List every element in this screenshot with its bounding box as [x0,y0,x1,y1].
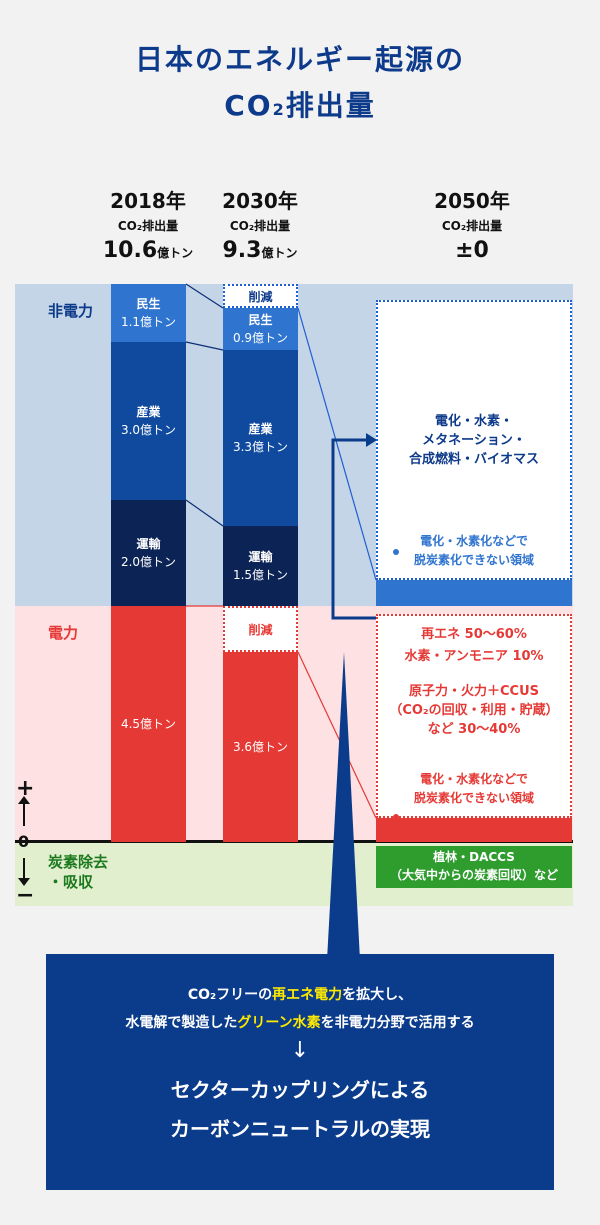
col2050-nuclear: 原子力・火力＋CCUS（CO₂の回収・利用・貯蔵）など 30〜40% [389,684,559,737]
bar-2030-nonelec-cut: 削減 [223,284,298,308]
non-electric-label: 非電力 [48,302,94,320]
col2050-nonelec-remaining [376,580,572,606]
down-arrow-icon [23,858,25,880]
col2050-nonelec-box [376,300,572,580]
removal-label: 炭素除去・吸収 [48,853,109,891]
up-arrow-icon [23,800,25,826]
plus-sign: + [16,776,35,801]
down-arrowhead-icon [18,878,30,886]
callout-result1: セクターカップリングによる [170,1078,430,1102]
callout-result2: カーボンニュートラルの実現 [170,1117,430,1141]
title-line1: 日本のエネルギー起源の [134,43,465,76]
col2050-nonelec-rest: 電化・水素化などで脱炭素化できない領域 [413,534,534,567]
title-line2: CO2排出量 [224,89,376,122]
up-arrowhead-icon [18,796,30,804]
callout-box: CO₂フリーの再エネ電力を拡大し、 水電解で製造したグリーン水素を非電力分野で活… [46,954,554,1190]
column-header-2030: 2030年 CO₂排出量 9.3億トン [222,189,298,263]
col2050-removal: 植林・DACCS（大気中からの炭素回収）など [376,846,572,888]
bullet-dot-icon [393,549,399,555]
column-header-2050: 2050年 CO₂排出量 ±0 [434,189,510,263]
col2050-elec-box [376,614,572,818]
callout-line1: CO₂フリーの再エネ電力を拡大し、 [187,987,413,1003]
electric-label: 電力 [48,624,79,642]
col2050-nonelec-main: 電化・水素・メタネーション・合成燃料・バイオマス [408,414,539,467]
col2050-renewables: 再エネ 50〜60%水素・アンモニア 10% [404,627,544,664]
col2050-elec-remaining [376,818,572,842]
col2050-elec-rest: 電化・水素化などで脱炭素化できない領域 [413,772,534,805]
bar-2030-elec-cut: 削減 [223,606,298,652]
bar-2030-electric: 3.6億トン [223,652,298,842]
bar-2018-electric: 4.5億トン [111,606,186,842]
minus-sign: − [16,883,35,908]
column-header-2018: 2018年 CO₂排出量 10.6億トン [102,189,194,263]
bullet-dot-icon [393,814,399,820]
down-arrow-icon: ↓ [290,1038,310,1063]
callout-line2: 水電解で製造したグリーン水素を非電力分野で活用する [125,1015,475,1031]
zero-mark: 0 [18,832,30,851]
